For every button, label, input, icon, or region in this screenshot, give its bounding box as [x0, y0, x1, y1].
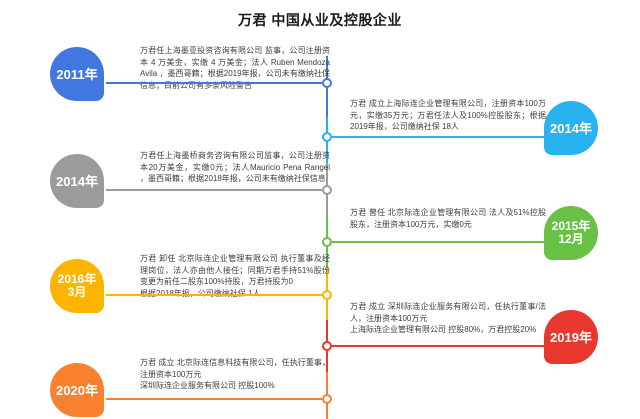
- page-title: 万君 中国从业及控股企业: [238, 12, 402, 28]
- year-label: 2011年: [56, 66, 98, 82]
- event-paragraph: 万君任上海墨桥商务咨询有限公司监事，公司注册资本20万美金，实缴0元；法人Mau…: [140, 151, 330, 183]
- year-marker-2014-left: 2014年: [50, 154, 104, 208]
- timeline-node-2014r: [322, 132, 332, 142]
- year-marker-2011: 2011年: [50, 47, 104, 101]
- event-paragraph: 万君 成立 北京际连信息科技有限公司，任执行董事，注册资本100万元: [140, 358, 330, 379]
- connector-line-2020: [106, 398, 322, 400]
- year-label-line2: 3月: [67, 285, 87, 299]
- year-label: 2014年: [550, 120, 592, 136]
- connector-line-2016: [106, 294, 322, 296]
- event-paragraph: 根据2018年报，公司缴纳社保 1人: [140, 288, 261, 298]
- timeline-node-2011: [322, 78, 332, 88]
- year-label: 2020年: [56, 382, 98, 398]
- year-label: 2015年: [551, 219, 591, 233]
- timeline-node-2020: [322, 394, 332, 404]
- timeline-node-2014l: [322, 185, 332, 195]
- connector-line-2014r: [332, 136, 544, 138]
- year-label: 2016年: [57, 272, 97, 286]
- timeline-node-2015: [322, 237, 332, 247]
- event-paragraph: 深圳际连企业服务有限公司 控股100%: [140, 381, 275, 390]
- event-description-2015-12: 万君 曾任 北京际连企业管理有限公司 法人及51%控股股东，注册资本100万元，…: [350, 207, 546, 230]
- event-description-2020: 万君 成立 北京际连信息科技有限公司，任执行董事，注册资本100万元 深圳际连企…: [140, 357, 330, 392]
- timeline-node-2019: [322, 341, 332, 351]
- year-label: 2019年: [550, 329, 592, 345]
- event-paragraph: 万君 曾任 北京际连企业管理有限公司 法人及51%控股股东，注册资本100万元，…: [350, 208, 546, 229]
- event-description-2014-left: 万君任上海墨桥商务咨询有限公司监事，公司注册资本20万美金，实缴0元；法人Mau…: [140, 150, 330, 185]
- connector-line-2014l: [106, 189, 322, 191]
- timeline-node-2016: [322, 290, 332, 300]
- year-marker-2020: 2020年: [50, 363, 104, 417]
- connector-line-2011: [106, 82, 322, 84]
- connector-line-2019: [332, 345, 544, 347]
- event-paragraph: 万君 成立上海际连企业管理有限公司，注册资本100万元，实缴35万元；万君任法人…: [350, 99, 546, 131]
- event-paragraph: 上海际连企业管理有限公司 控股80%，万君控股20%: [350, 325, 537, 334]
- event-paragraph: 万君任上海墨亚投资咨询有限公司 监事，公司注册资本 4 万美金，实缴 4 万美金…: [140, 46, 330, 90]
- year-marker-2019: 2019年: [544, 310, 598, 364]
- event-paragraph: 万君 卸任 北京际连企业管理有限公司 执行董事及经理岗位，法人亦由他人接任；同期…: [140, 254, 330, 286]
- event-paragraph: 万君 成立 深圳际连企业服务有限公司，任执行董事/法人，注册资本100万元: [350, 302, 546, 323]
- year-marker-2015-12: 2015年 12月: [544, 206, 598, 260]
- year-marker-2014-right: 2014年: [544, 101, 598, 155]
- event-description-2019: 万君 成立 深圳际连企业服务有限公司，任执行董事/法人，注册资本100万元 上海…: [350, 301, 546, 336]
- connector-line-2015: [332, 241, 544, 243]
- year-label-line2: 12月: [558, 232, 584, 246]
- year-marker-2016-03: 2016年 3月: [50, 259, 104, 313]
- event-description-2014-right: 万君 成立上海际连企业管理有限公司，注册资本100万元，实缴35万元；万君任法人…: [350, 98, 546, 133]
- year-label: 2014年: [56, 173, 98, 189]
- event-description-2011: 万君任上海墨亚投资咨询有限公司 监事，公司注册资本 4 万美金，实缴 4 万美金…: [140, 45, 330, 91]
- event-description-2016-03: 万君 卸任 北京际连企业管理有限公司 执行董事及经理岗位，法人亦由他人接任；同期…: [140, 253, 330, 299]
